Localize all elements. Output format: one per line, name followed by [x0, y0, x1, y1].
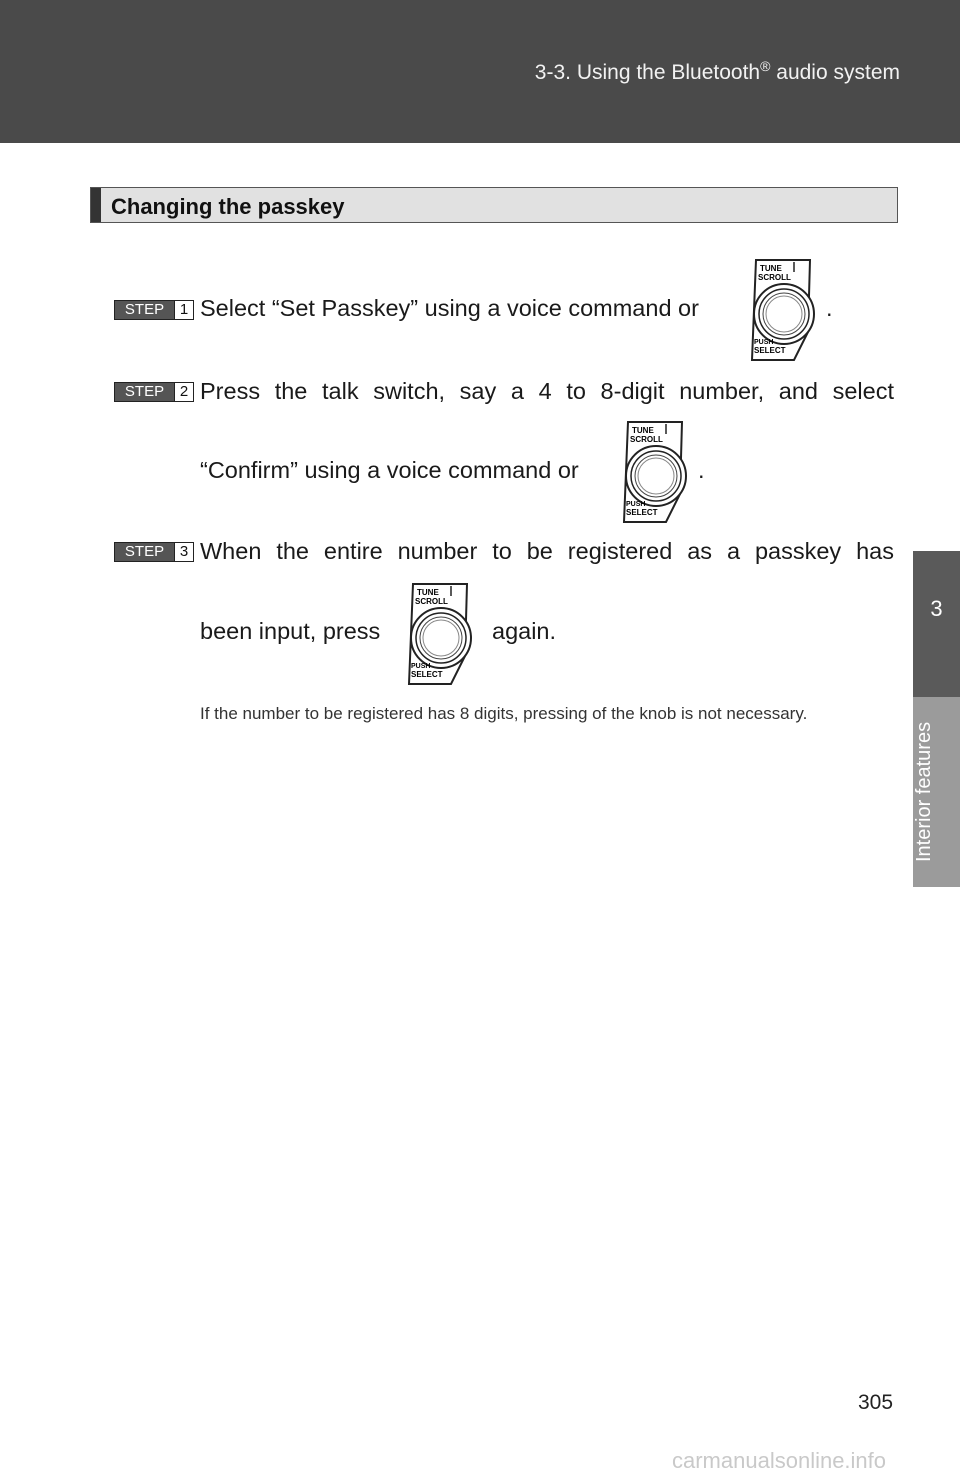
tune-select-knob-icon: TUNE SCROLL PUSH SELECT — [407, 583, 472, 685]
svg-text:SCROLL: SCROLL — [415, 597, 448, 606]
tune-select-knob-icon: TUNE SCROLL PUSH SELECT — [622, 421, 687, 523]
note-text: If the number to be registered has 8 dig… — [200, 704, 808, 723]
step-2-period: . — [698, 457, 705, 483]
svg-text:PUSH: PUSH — [626, 501, 645, 508]
svg-text:SELECT: SELECT — [411, 670, 443, 679]
step-1-period: . — [826, 295, 833, 321]
svg-text:TUNE: TUNE — [760, 264, 782, 273]
step-badge-3: STEP 3 — [114, 542, 194, 562]
svg-text:PUSH: PUSH — [754, 339, 773, 346]
section-title: Changing the passkey — [111, 194, 345, 219]
step-badge-1: STEP 1 — [114, 300, 194, 320]
svg-text:SELECT: SELECT — [626, 508, 658, 517]
watermark: carmanualsonline.info — [672, 1448, 887, 1473]
step-3-again: again. — [492, 618, 557, 644]
step-3-text-line-2: been input, press — [200, 618, 381, 644]
step-2-text-line-2: “Confirm” using a voice command or — [200, 457, 579, 483]
svg-text:SCROLL: SCROLL — [630, 435, 663, 444]
tune-select-knob-icon: TUNE SCROLL PUSH SELECT — [750, 259, 815, 361]
svg-text:SELECT: SELECT — [754, 346, 786, 355]
section-header: Changing the passkey — [90, 187, 898, 223]
step-2-text-line-1: Press the talk switch, say a 4 to 8-digi… — [200, 378, 894, 404]
chapter-title: 3-3. Using the Bluetooth® audio system — [534, 58, 900, 84]
svg-text:TUNE: TUNE — [417, 588, 439, 597]
step-1-text: Select “Set Passkey” using a voice comma… — [200, 295, 699, 321]
step-3-text-line-1: When the entire number to be registered … — [200, 538, 894, 564]
svg-text:TUNE: TUNE — [632, 426, 654, 435]
page-header: 3-3. Using the Bluetooth® audio system — [0, 0, 960, 143]
page-number: 305 — [858, 1391, 894, 1414]
chapter-side-strip — [913, 697, 960, 887]
chapter-tab[interactable]: 3 — [913, 551, 960, 697]
chapter-number: 3 — [930, 596, 943, 621]
step-badge-2: STEP 2 — [114, 382, 194, 402]
svg-text:SCROLL: SCROLL — [758, 273, 791, 282]
svg-text:PUSH: PUSH — [411, 663, 430, 670]
chapter-side-label: Interior features — [913, 721, 935, 863]
section-header-bar — [91, 188, 101, 222]
